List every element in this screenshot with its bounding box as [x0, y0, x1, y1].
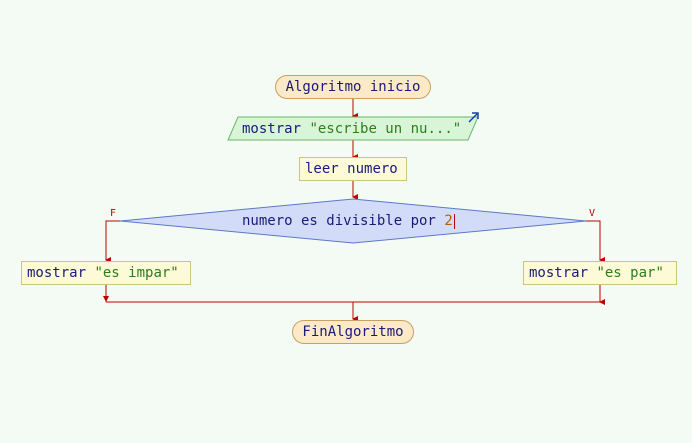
connector-decision-true — [586, 220, 605, 263]
output-node[interactable]: mostrar "escribe un nu..." — [242, 117, 461, 140]
decision-condition: numero es divisible por — [242, 213, 436, 229]
expand-arrow-icon[interactable] — [468, 112, 479, 123]
start-node[interactable]: Algoritmo inicio — [275, 75, 431, 99]
decision-node-shape[interactable] — [119, 198, 587, 244]
false-branch-text: "es impar" — [94, 265, 179, 281]
end-node[interactable]: FinAlgoritmo — [292, 320, 414, 344]
text-cursor — [453, 213, 455, 229]
false-branch-node[interactable]: mostrar "es impar" — [21, 261, 191, 285]
true-branch-label: V — [589, 208, 596, 219]
false-branch-keyword: mostrar — [27, 265, 87, 281]
true-branch-keyword: mostrar — [529, 265, 589, 281]
false-merge-arrowhead — [103, 296, 109, 302]
decision-node[interactable]: numero es divisible por 2 — [242, 211, 455, 231]
output-text: "escribe un nu..." — [309, 120, 462, 137]
start-label: Algoritmo inicio — [285, 79, 421, 95]
output-node-shape[interactable] — [227, 116, 479, 141]
connector-decision-false — [105, 220, 120, 263]
true-branch-text: "es par" — [596, 265, 664, 281]
input-node[interactable]: leer numero — [299, 157, 407, 181]
output-keyword: mostrar — [242, 120, 302, 137]
decision-number: 2 — [444, 213, 453, 229]
end-label: FinAlgoritmo — [302, 324, 404, 340]
true-branch-node[interactable]: mostrar "es par" — [523, 261, 677, 285]
input-keyword: leer — [305, 161, 339, 177]
false-branch-label: F — [110, 208, 117, 219]
input-variable: numero — [347, 161, 398, 177]
